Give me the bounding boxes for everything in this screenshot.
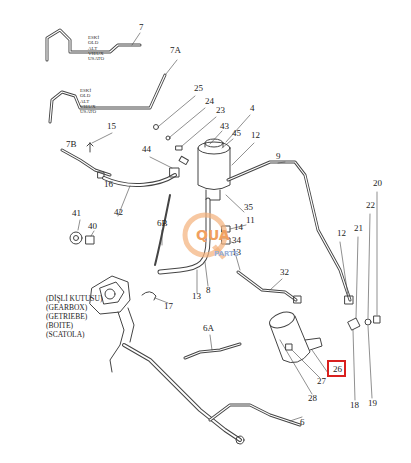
callout-number: 6 [300,418,305,427]
callout-number: 17 [164,302,173,311]
note-text: (DİŞLİ KUTUSU) [46,295,102,303]
callout-number: 45 [232,129,241,138]
callout-number: 16 [104,180,113,189]
note-text: ESKİ OLD ALT VIEUX USATO [88,35,104,61]
callout-number: 20 [373,179,382,188]
callout-number: 27 [317,377,326,386]
callout-number: 13 [192,292,201,301]
callout-number: 35 [244,203,253,212]
callout-number: 34 [232,236,241,245]
callout-number: 28 [308,394,317,403]
callout-number: 19 [368,399,377,408]
callout-number: 4 [250,104,255,113]
callout-number: 7B [66,140,77,149]
note-text: ESKİ OLD ALT VIEUX USATO [80,88,96,114]
callout-number: 9 [276,152,281,161]
watermark: PARTS [214,251,239,258]
callout-number: 43 [220,122,229,131]
callout-number: 7 [139,23,144,32]
callout-number: 41 [72,209,81,218]
callout-number: 6A [203,324,214,333]
callout-number: 44 [142,145,151,154]
highlight-box: 26 [327,360,346,377]
callout-number: 22 [366,201,375,210]
callout-number: 21 [354,224,363,233]
callout-number: 40 [88,222,97,231]
callout-number: 24 [205,97,214,106]
callout-number: 12 [251,131,260,140]
callout-number: 18 [350,401,359,410]
callout-number: 23 [216,106,225,115]
callout-number: 15 [107,122,116,131]
callout-number: 26 [333,365,340,374]
watermark: QUA [196,228,230,242]
callout-number: 14 [234,223,243,232]
note-text: (GETRIEBE) [46,313,87,321]
callout-number: 8 [206,286,211,295]
callout-number: 11 [246,216,255,225]
note-text: (SCATOLA) [46,331,85,339]
note-text: (BOITE) [46,322,73,330]
note-text: (GEARBOX) [46,304,87,312]
callout-number: 25 [194,84,203,93]
callout-number: 6B [157,219,168,228]
callout-number: 7A [170,46,181,55]
callout-number: 42 [114,208,123,217]
callout-number: 32 [280,268,289,277]
callout-number: 12 [337,229,346,238]
